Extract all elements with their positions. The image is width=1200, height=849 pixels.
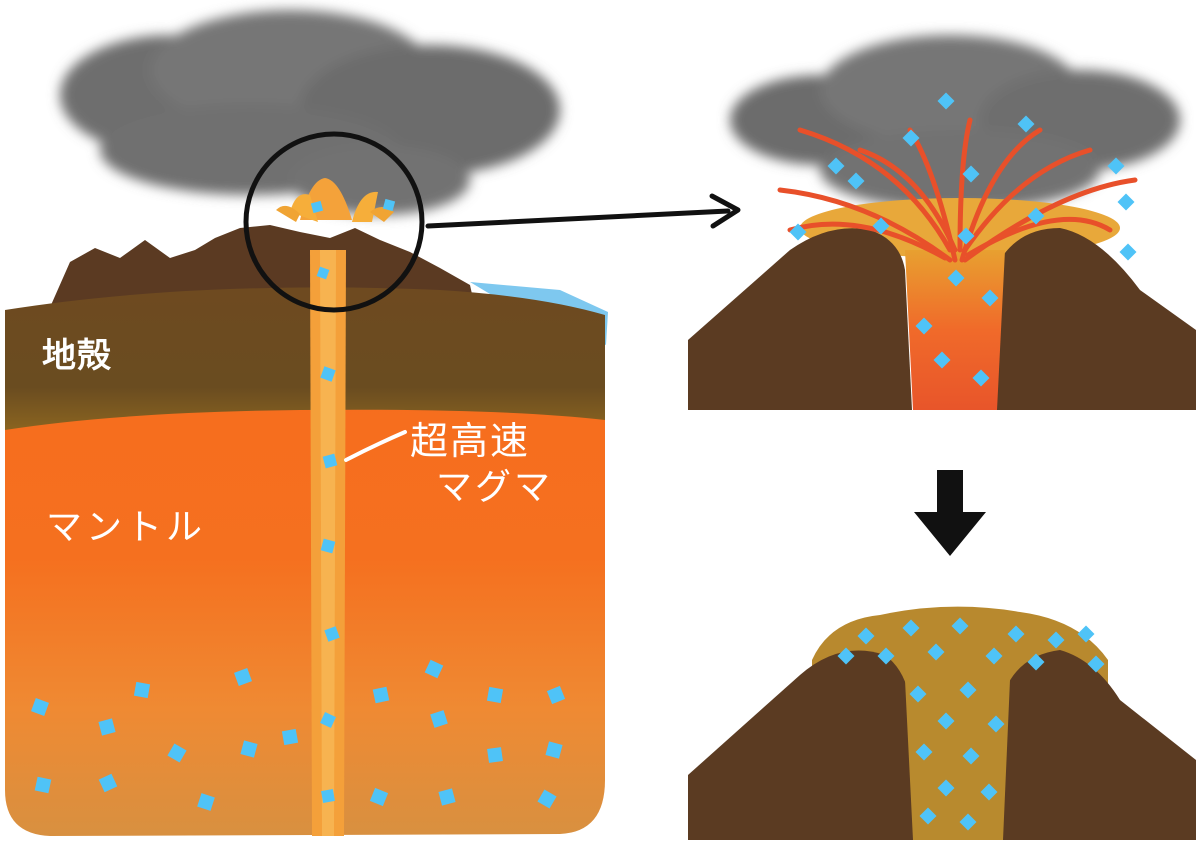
mantle-label: マントル xyxy=(46,507,207,548)
closeup-volcano-right xyxy=(995,228,1196,410)
closeup-vent xyxy=(905,250,1005,410)
deposit-vent xyxy=(905,680,1010,840)
deposit-right-volcano xyxy=(1000,650,1196,840)
eruption-circle-icon xyxy=(243,131,425,313)
magma-label-line1: 超高速 xyxy=(410,419,531,463)
deposit-result xyxy=(688,606,1196,840)
magma-pointer-line xyxy=(344,430,407,462)
crystals-deposit xyxy=(837,617,1105,831)
mantle-layer xyxy=(5,330,605,836)
arrow-down-icon xyxy=(914,470,986,556)
magma-label-line2: マグマ xyxy=(436,467,554,508)
closeup-volcano-left xyxy=(688,228,912,410)
crust-layer xyxy=(5,287,605,430)
crystals-left xyxy=(31,198,566,811)
crust-label: 地殻 xyxy=(42,336,112,376)
ash-cloud xyxy=(60,10,560,215)
lava-streaks xyxy=(777,117,1138,263)
arrow-right-icon xyxy=(425,193,741,229)
main-cross-section xyxy=(5,10,608,836)
deposit-left-volcano xyxy=(688,650,915,840)
eruption-closeup xyxy=(688,35,1196,410)
closeup-ash-cloud xyxy=(730,35,1180,210)
